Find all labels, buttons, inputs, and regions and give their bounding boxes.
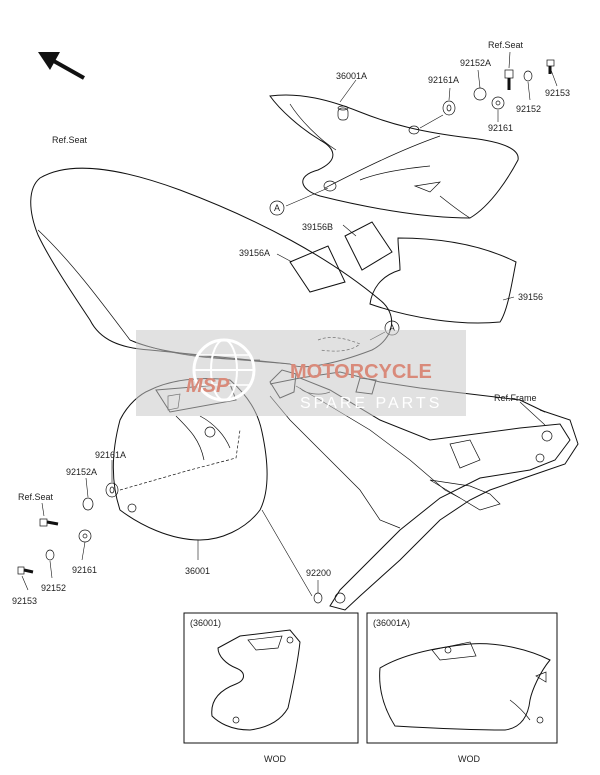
label-92161-left: 92161 <box>72 565 97 575</box>
grommet-92161A-top <box>337 105 349 121</box>
leaders-decals <box>276 224 515 301</box>
decal-39156A <box>289 245 346 293</box>
washer-92152-left <box>45 549 55 561</box>
label-92161A-top: 92161A <box>428 75 459 85</box>
inset-36001A-footer: WOD <box>458 754 480 764</box>
bolt-92153-left <box>17 566 34 575</box>
leader-ref-frame <box>519 401 546 426</box>
bolt-92153-top <box>546 59 555 74</box>
bolt-ref-seat-top <box>504 69 514 90</box>
watermark-sub: SPARE PARTS <box>300 395 442 412</box>
label-92152-top: 92152 <box>516 104 541 114</box>
washer-92161-left <box>78 529 92 543</box>
label-39156A: 39156A <box>239 248 270 258</box>
label-ref-seat-top: Ref.Seat <box>488 40 524 50</box>
watermark-brand: MOTORCYCLE <box>290 361 432 383</box>
washer-92152A-top <box>473 87 487 101</box>
callout-a-top: A <box>269 200 285 216</box>
decal-39156 <box>369 237 517 324</box>
label-92161-top: 92161 <box>488 123 513 133</box>
washer-92161A-top <box>442 100 456 116</box>
inset-36001-footer: WOD <box>264 754 286 764</box>
globe-logo-icon <box>192 338 256 402</box>
label-92152A-left: 92152A <box>66 467 97 477</box>
label-92200: 92200 <box>306 568 331 578</box>
label-36001A: 36001A <box>336 71 367 81</box>
washer-92161-top <box>491 96 505 110</box>
grommet-92200 <box>313 592 323 604</box>
leaders-left <box>21 460 319 597</box>
leaders-top <box>285 51 558 207</box>
inset-36001-title: (36001) <box>190 618 221 628</box>
label-92152A-top: 92152A <box>460 58 491 68</box>
watermark-logo-text: MSP <box>186 375 230 397</box>
label-92152-left: 92152 <box>41 583 66 593</box>
label-ref-seat-low: Ref.Seat <box>18 492 54 502</box>
washer-92152-top <box>523 70 533 82</box>
washer-92152A-left <box>82 497 94 511</box>
label-92153-left: 92153 <box>12 596 37 606</box>
svg-text:A: A <box>389 323 395 333</box>
label-ref-seat-left: Ref.Seat <box>52 135 88 145</box>
washer-92161A-left <box>105 482 119 498</box>
svg-text:A: A <box>274 203 280 213</box>
inset-36001A-title: (36001A) <box>373 618 410 628</box>
inset-36001: (36001) WOD <box>183 612 359 764</box>
side-cover-36001A <box>269 94 519 219</box>
label-39156: 39156 <box>518 292 543 302</box>
arrow-up-left-icon <box>38 52 85 80</box>
label-92161A-left: 92161A <box>95 450 126 460</box>
inset-36001A: (36001A) WOD <box>366 612 558 764</box>
label-36001: 36001 <box>185 566 210 576</box>
label-39156B: 39156B <box>302 222 333 232</box>
label-92153-top: 92153 <box>545 88 570 98</box>
decal-39156B <box>344 221 393 271</box>
bolt-ref-seat-left <box>39 518 59 527</box>
label-ref-frame: Ref.Frame <box>494 393 537 403</box>
watermark: MSP MOTORCYCLE SPARE PARTS <box>136 330 466 416</box>
